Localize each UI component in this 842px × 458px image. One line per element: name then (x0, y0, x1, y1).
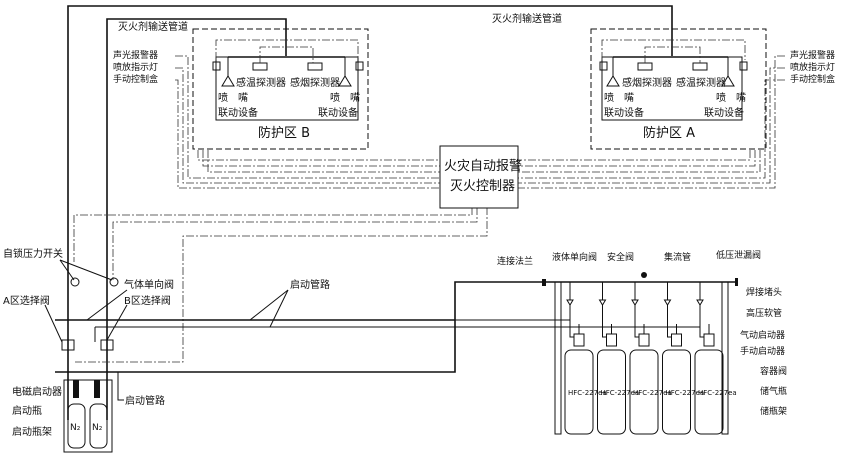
zone-a-linkage-left: 联动设备 (604, 106, 644, 119)
start-pipes (55, 277, 735, 373)
agent-cylinder: HFC-227ea (662, 282, 705, 435)
zone-b-nozzle-left: 喷 嘴 (218, 92, 248, 104)
fire-controller-box (439, 145, 519, 209)
plug-label: 焊接堵头 (746, 286, 782, 298)
start-pipe-label: 启动管路 (290, 278, 330, 291)
n2-label-2: N₂ (92, 423, 103, 433)
cylinder-agent-label: HFC-227ea (633, 389, 672, 397)
agent-pipes (67, 5, 728, 420)
n2-label-1: N₂ (70, 423, 81, 433)
zone-a-smoke-detector: 感烟探测器 (622, 76, 672, 89)
leak-valve-label: 低压泄漏阀 (716, 249, 761, 261)
rack-label: 储瓶架 (760, 405, 787, 417)
cylinder-agent-label: HFC-227ea (698, 389, 737, 397)
zone-b-nozzle-right: 喷 嘴 (330, 92, 360, 104)
cylinder-agent-label: HFC-227ea (601, 389, 640, 397)
safety-valve-icon (641, 272, 647, 278)
start-rack-label: 启动瓶架 (12, 425, 52, 438)
plug-icon (735, 278, 738, 286)
zone-b-heat-detector: 感温探测器 (236, 76, 286, 89)
agent-cylinder: HFC-227ea (564, 282, 607, 435)
pressure-switch-label: 自锁压力开关 (3, 247, 63, 260)
start-bottle-label: 启动瓶 (12, 404, 42, 417)
zone-b-linkage-left: 联动设备 (218, 106, 258, 119)
agent-cylinder: HFC-227ea (629, 282, 672, 435)
valve-b-label: B区选择阀 (124, 294, 171, 307)
safety-valve-label: 安全阀 (607, 251, 634, 263)
agent-cylinder: HFC-227ea (597, 282, 640, 435)
module-icon (355, 61, 364, 71)
hose-label: 高压软管 (746, 307, 782, 319)
flange-label: 连接法兰 (497, 255, 533, 267)
zone-b-manual-label: 手动控制盒 (113, 73, 158, 85)
zone-b-lamp-label: 喷放指示灯 (113, 61, 158, 73)
liquid-check-valve-label: 液体单向阀 (552, 251, 597, 263)
nozzle-icon (606, 75, 620, 87)
n2-bottle (89, 403, 108, 449)
module-icon (599, 61, 608, 71)
pneumatic-actuator-label: 气动启动器 (740, 329, 785, 341)
zone-a-nozzle-right: 喷 嘴 (716, 92, 746, 104)
nozzle-icon (721, 75, 735, 87)
zone-a-linkage-right: 联动设备 (704, 106, 744, 119)
zone-b (192, 28, 369, 150)
zone-a-lamp-label: 喷放指示灯 (790, 61, 835, 73)
zone-a-nozzle-left: 喷 嘴 (604, 92, 634, 104)
solenoid-label: 电磁启动器 (12, 385, 62, 398)
zone-a-manual-label: 手动控制盒 (790, 73, 835, 85)
zone-b-smoke-detector: 感烟探测器 (290, 76, 340, 89)
smoke-detector-icon (637, 62, 653, 71)
manual-actuator-label: 手动启动器 (740, 345, 785, 357)
solenoid-icon (94, 380, 100, 398)
heat-detector-icon (252, 62, 268, 71)
start-bottle-rack (63, 372, 124, 453)
valve-a-label: A区选择阀 (3, 294, 50, 307)
gas-check-valve-label: 气体单向阀 (124, 278, 174, 291)
zone-a-heat-detector: 感温探测器 (676, 76, 726, 89)
manifold-label: 集流管 (664, 251, 691, 263)
controller-line1: 火灾自动报警 (444, 158, 522, 174)
nozzle-icon (221, 75, 235, 87)
zone-b-linkage-right: 联动设备 (318, 106, 358, 119)
zone-a (590, 28, 767, 150)
cylinder-bank: HFC-227ea HFC-227ea HFC-227ea HFC-227ea … (542, 272, 738, 435)
pressure-switch-icon (109, 277, 119, 287)
cylinder-label: 储气瓶 (760, 385, 787, 397)
agent-pipe-label-right: 灭火剂输送管道 (492, 12, 562, 25)
agent-cylinder: HFC-227ea (694, 282, 737, 435)
zone-a-alarm-label: 声光报警器 (790, 49, 835, 61)
smoke-detector-icon (307, 62, 323, 71)
nozzle-icon (338, 75, 352, 87)
zone-b-alarm-label: 声光报警器 (113, 49, 158, 61)
heat-detector-icon (692, 62, 708, 71)
module-icon (739, 61, 748, 71)
pressure-switch-icon (70, 277, 80, 287)
cylinder-agent-label: HFC-227ea (568, 389, 607, 397)
flange-icon (542, 279, 546, 286)
container-valve-label: 容器阀 (760, 365, 787, 377)
solenoid-icon (73, 380, 79, 398)
start-pipe-rack-label: 启动管路 (125, 394, 165, 407)
leader-lines (44, 259, 289, 343)
valve-a-icon (61, 339, 75, 351)
agent-pipe-label-left: 灭火剂输送管道 (118, 20, 188, 33)
module-icon (212, 61, 221, 71)
n2-bottle (67, 403, 86, 449)
signal-wiring (73, 55, 785, 363)
zone-a-title: 防护区 A (643, 125, 695, 141)
cylinder-agent-label: HFC-227ea (666, 389, 705, 397)
zone-b-title: 防护区 B (258, 125, 310, 141)
controller-line2: 灭火控制器 (450, 179, 515, 194)
